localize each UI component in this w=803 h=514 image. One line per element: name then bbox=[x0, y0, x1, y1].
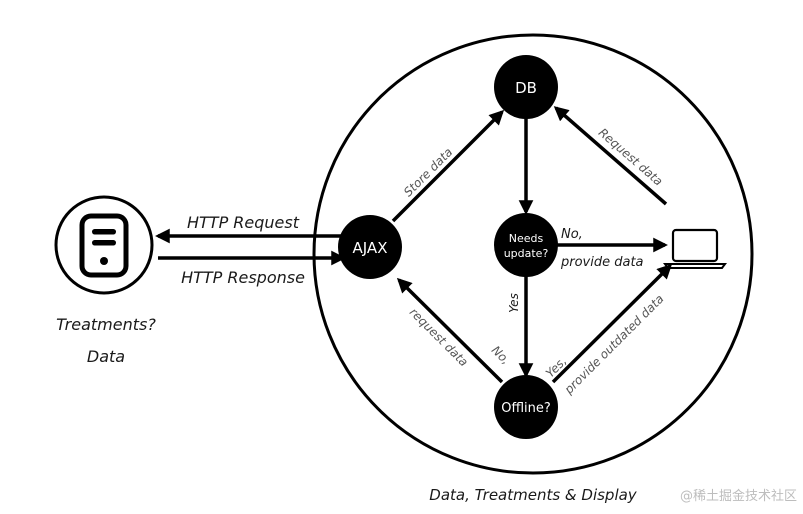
no-request-label-line1: No, bbox=[489, 343, 513, 367]
offline-to-laptop-arrow bbox=[551, 263, 673, 384]
watermark: @稀土掘金技术社区 bbox=[680, 488, 797, 504]
yes-label: Yes bbox=[507, 293, 521, 313]
node-offline-label: Offline? bbox=[501, 401, 551, 416]
node-db-label: DB bbox=[515, 79, 537, 97]
server-caption-line2: Data bbox=[87, 347, 125, 366]
yes-outdated-label-line1: Yes, bbox=[543, 354, 569, 380]
store-data-label: Store data bbox=[401, 145, 455, 199]
node-ajax: AJAX bbox=[338, 215, 402, 279]
ajax-to-db-arrow bbox=[391, 109, 505, 223]
server-icon bbox=[54, 195, 154, 295]
request-data-top-label: Request data bbox=[596, 125, 666, 188]
offline-to-ajax-arrow bbox=[396, 277, 504, 384]
no-provide-label-line2: provide data bbox=[560, 255, 644, 270]
node-db: DB bbox=[494, 55, 558, 119]
laptop-icon bbox=[663, 228, 727, 269]
app-boundary-circle bbox=[312, 33, 754, 475]
laptop-to-db-arrow bbox=[553, 106, 668, 206]
http-response-label: HTTP Response bbox=[181, 268, 305, 287]
yes-outdated-label-line2: provide outdated data bbox=[561, 292, 667, 398]
circle-caption: Data, Treatments & Display bbox=[429, 486, 638, 504]
node-needs-update-line2: update? bbox=[504, 247, 549, 260]
edges bbox=[155, 106, 673, 384]
http-request-label: HTTP Request bbox=[187, 213, 300, 232]
node-needs-update: Needs update? bbox=[494, 213, 558, 277]
server-caption-line1: Treatments? bbox=[56, 315, 156, 334]
no-request-label-line2: request data bbox=[407, 305, 471, 369]
node-needs-update-line1: Needs bbox=[509, 232, 544, 245]
no-provide-label-line1: No, bbox=[561, 227, 583, 242]
node-offline: Offline? bbox=[494, 375, 558, 439]
node-ajax-label: AJAX bbox=[353, 239, 388, 257]
